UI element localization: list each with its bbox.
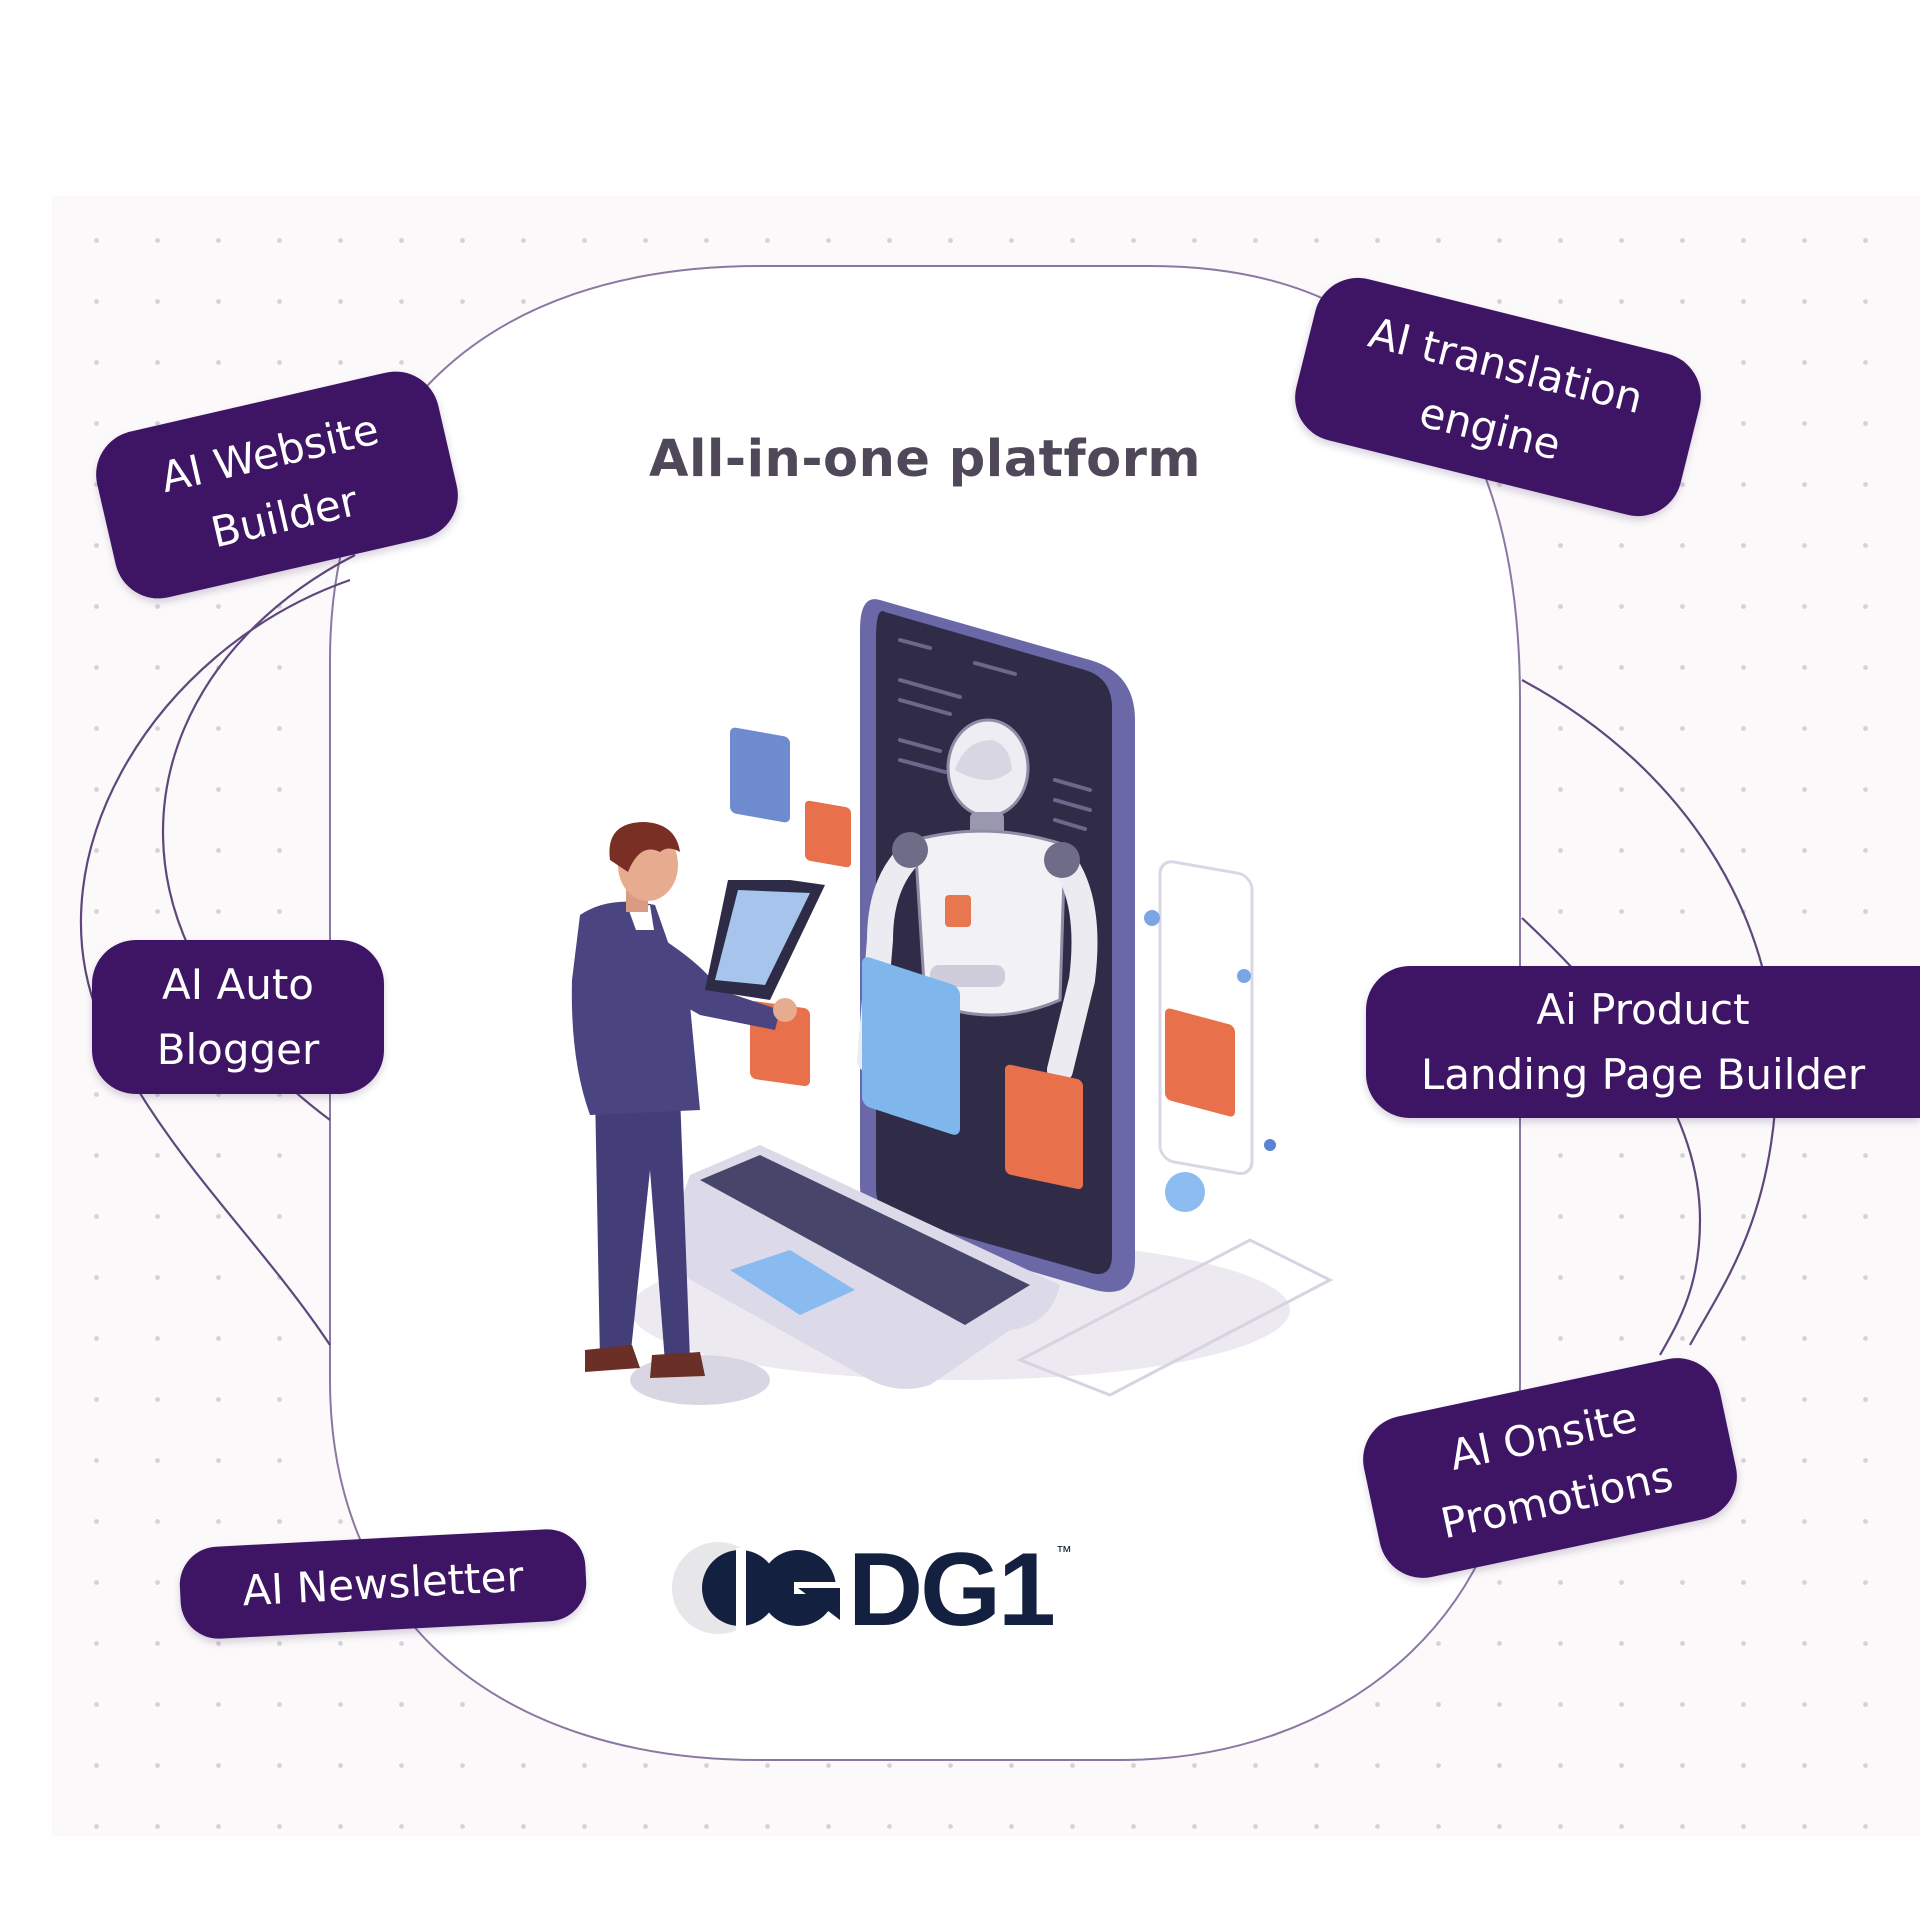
pill-line-2: Blogger: [156, 1025, 320, 1074]
floating-card-small-blue: [730, 727, 790, 823]
page-title: All-in-one platform: [648, 430, 1202, 489]
phone-screen-lines: [898, 638, 1092, 831]
man-legs: [595, 1090, 690, 1362]
dg1-logo: [672, 1542, 840, 1634]
desk-plate: [1016, 1238, 1334, 1397]
pill-ai-product-landing-page-builder[interactable]: Ai Product Landing Page Builder: [1366, 966, 1920, 1118]
floating-dot-1: [1144, 910, 1160, 926]
floating-card-small-orange: [805, 800, 851, 868]
laptop-keyboard: [700, 1155, 1030, 1325]
dg1-wordmark: DG1 ™: [668, 1538, 1088, 1658]
man-hair: [609, 822, 680, 872]
floating-dot-2: [1237, 969, 1251, 983]
robot-shoulder-left: [892, 832, 928, 868]
floating-panel-outline: [1158, 860, 1254, 1176]
robot-belt: [930, 965, 1005, 987]
illustration: [571, 599, 1334, 1405]
pill-line-1: AI Newsletter: [241, 1552, 525, 1616]
robot-shoulder-right: [1044, 842, 1080, 878]
floating-dot-4: [1165, 1172, 1205, 1212]
robot-chest-badge: [945, 895, 971, 927]
pill-line-1: AI Auto: [162, 959, 314, 1009]
logo-text: DG1: [848, 1532, 1056, 1648]
robot-figure: [857, 718, 1098, 1083]
logo-cut: [736, 1548, 746, 1632]
floating-card-blue-large: [862, 957, 960, 1135]
logo-wedge: [798, 1588, 840, 1620]
pill-line-1: Ai Product: [1536, 984, 1750, 1034]
logo-trademark: ™: [1056, 1544, 1072, 1561]
tablet-screen: [715, 890, 810, 985]
floating-card-orange-1: [1005, 1064, 1083, 1190]
robot-face: [955, 740, 1012, 780]
man-shoes: [585, 1345, 705, 1378]
man-figure: [571, 822, 825, 1405]
man-arm: [630, 925, 780, 1030]
man-hand: [773, 998, 797, 1022]
laptop-trackpad: [730, 1250, 855, 1315]
floating-dot-3: [1264, 1139, 1276, 1151]
floating-card-orange-2: [1165, 1008, 1235, 1117]
pill-line-2: Landing Page Builder: [1420, 1050, 1866, 1099]
pill-ai-auto-blogger[interactable]: AI Auto Blogger: [92, 940, 384, 1094]
